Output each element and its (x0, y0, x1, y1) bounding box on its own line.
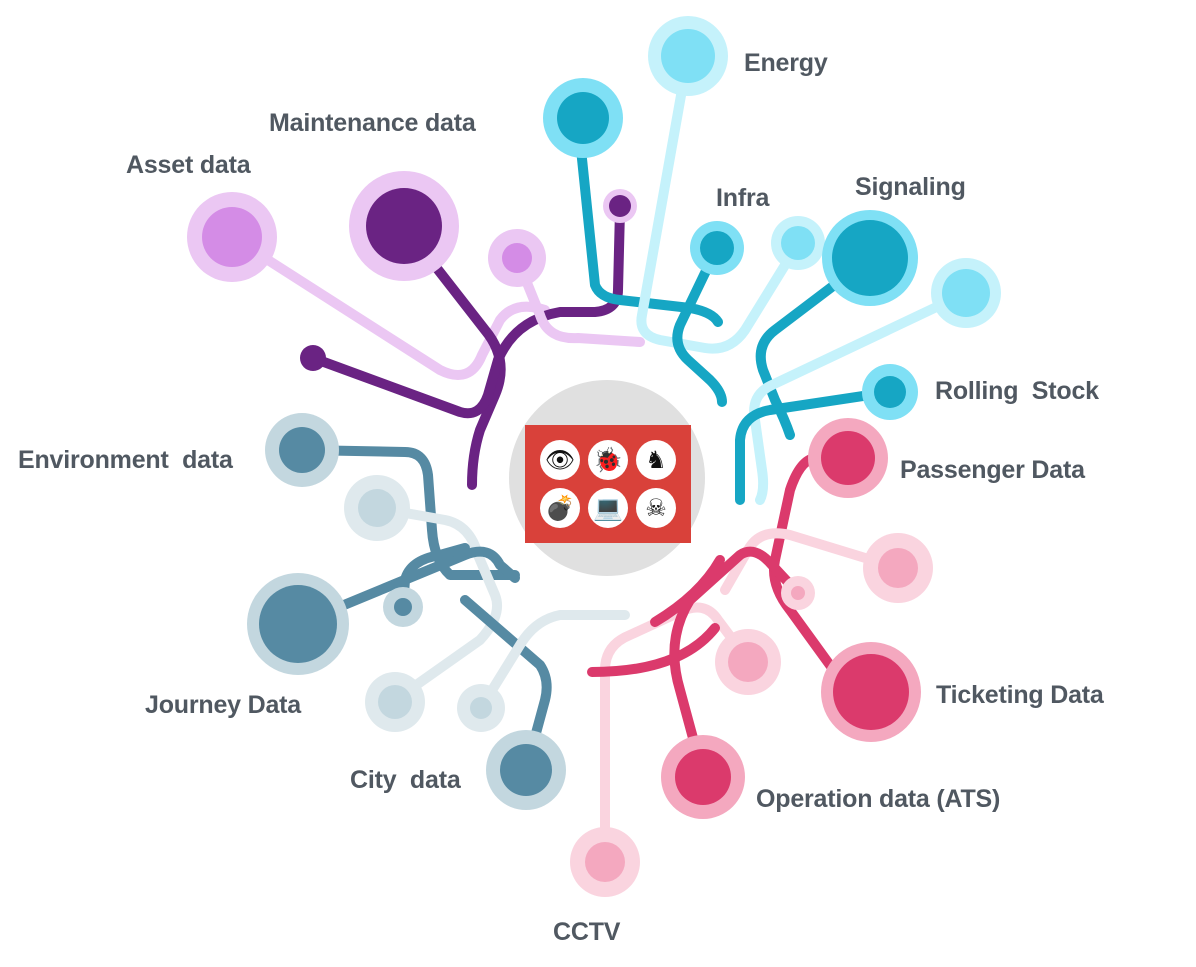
bug-icon: 🐞 (588, 440, 628, 480)
asset-connector (227, 232, 550, 380)
steel-tiny-connector (398, 543, 470, 612)
steel-pale-connector (372, 503, 503, 705)
bomb-icon: 💣 (540, 488, 580, 528)
locked-laptop-icon: 💻 (588, 488, 628, 528)
signaling-connector (755, 253, 875, 440)
purple-dot-node (300, 345, 326, 371)
rolling-stock-label: Rolling Stock (935, 377, 1099, 405)
purple-dot-connector (308, 205, 625, 419)
city-label: City data (350, 766, 461, 794)
spy-monitor-icon: 👁 (540, 440, 580, 480)
maintenance-connector (399, 221, 506, 490)
energy-label: Energy (744, 49, 828, 77)
purple-small-connector (512, 253, 645, 347)
pink-arc2-connector (650, 555, 725, 627)
rolling-stock-connector (735, 387, 895, 505)
infra-label: Infra (716, 184, 770, 212)
ticketing-label: Ticketing Data (936, 681, 1104, 709)
signaling-label: Signaling (855, 173, 966, 201)
journey-label: Journey Data (145, 691, 301, 719)
passenger-label: Passenger Data (900, 456, 1085, 484)
trojan-horse-icon: ♞ (636, 440, 676, 480)
journey-connector (293, 546, 520, 629)
maintenance-label: Maintenance data (269, 109, 476, 137)
cctv-label: CCTV (553, 918, 621, 946)
city-connector (460, 595, 552, 775)
cyber-threat-panel: 👁 🐞 ♞ 💣 💻 ☠ (525, 425, 691, 543)
skull-crossbones-icon: ☠ (636, 488, 676, 528)
operation-label: Operation data (ATS) (756, 785, 1001, 813)
pink-arc-connector (587, 623, 720, 677)
asset-label: Asset data (126, 151, 251, 179)
infra-connector (672, 243, 727, 407)
cyan-top-connector (573, 115, 723, 327)
steel-light-connector (476, 610, 630, 713)
environment-label: Environment data (18, 446, 233, 474)
